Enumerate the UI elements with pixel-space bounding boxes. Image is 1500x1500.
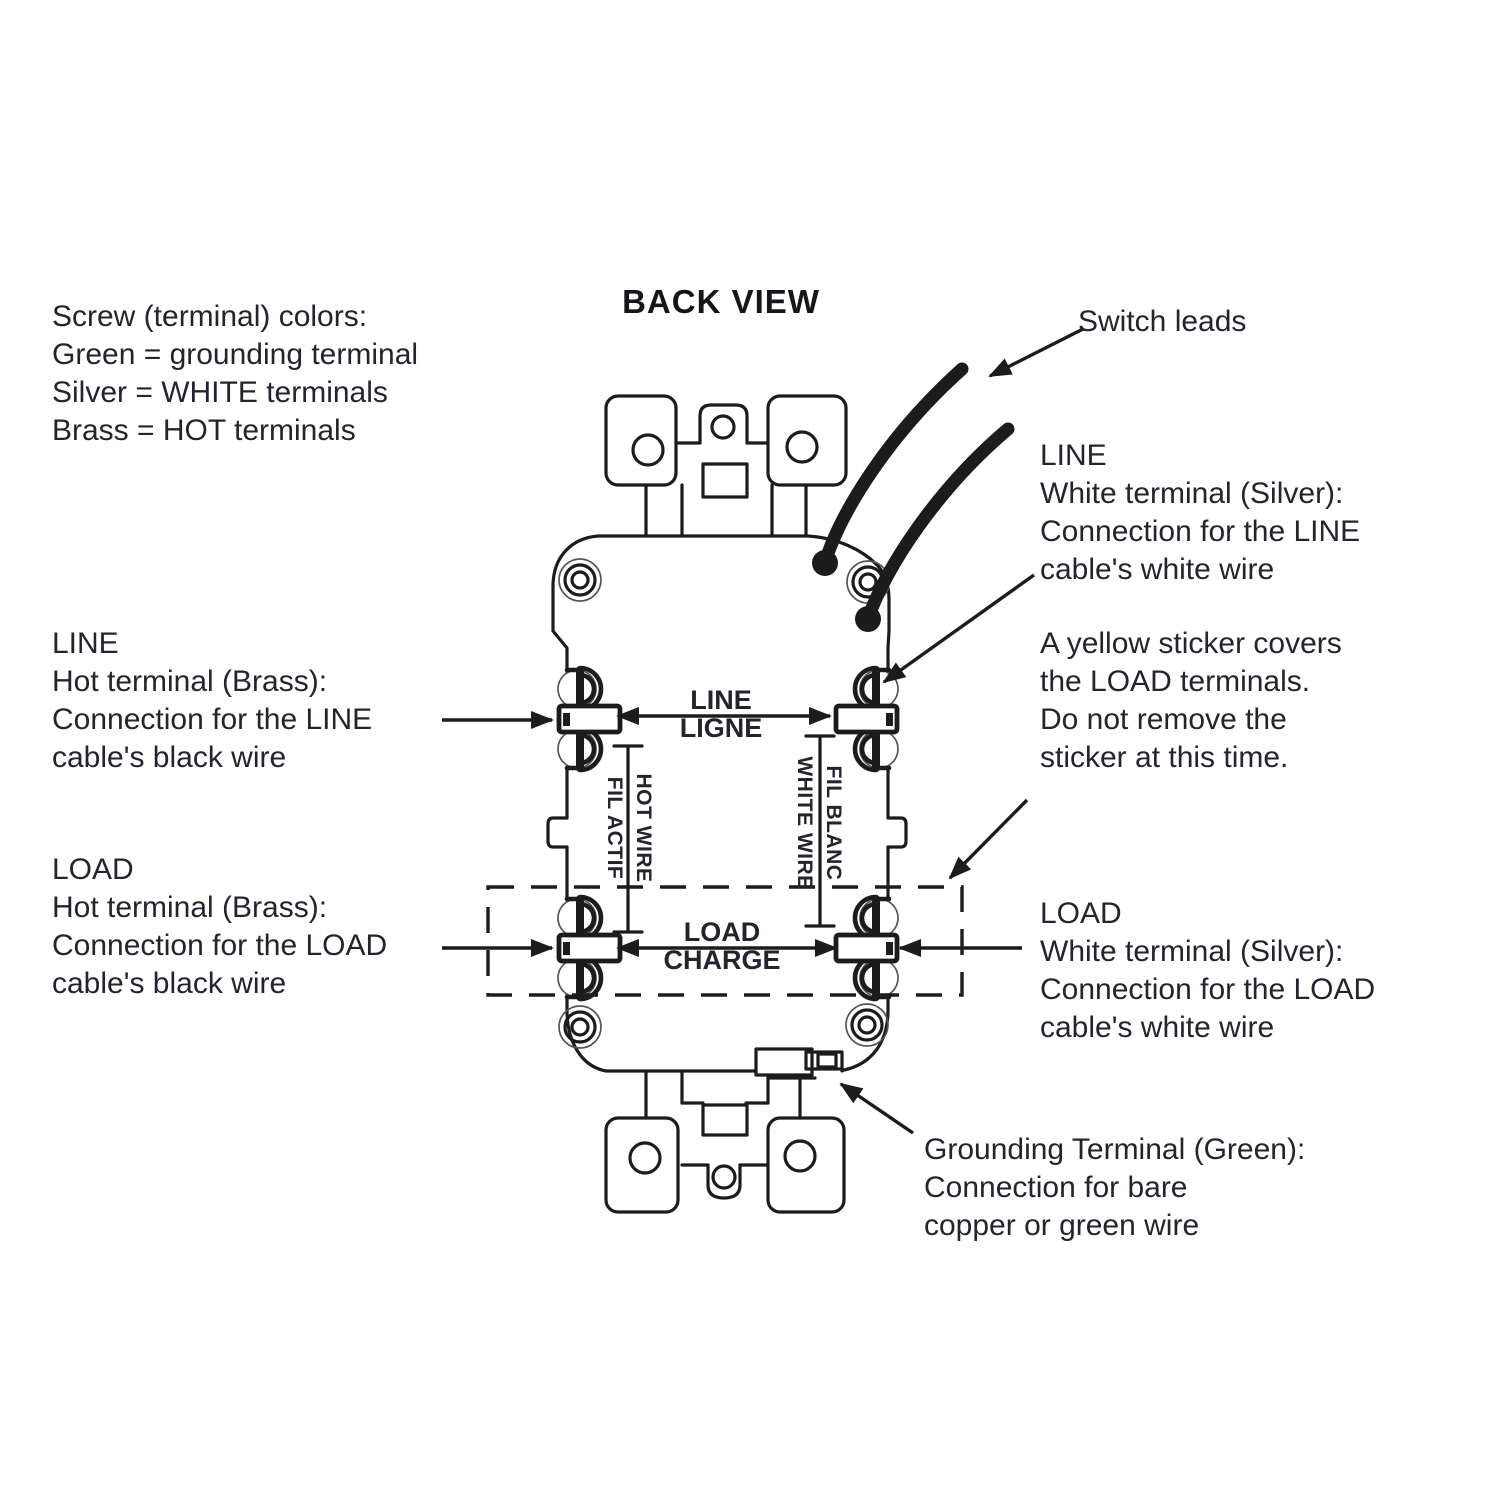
callout-line: LOAD: [52, 853, 134, 886]
callout-line: Hot terminal (Brass):: [52, 891, 328, 924]
bottom-strap-center-hole: [711, 1164, 737, 1190]
callout-load-hot: LOAD Hot terminal (Brass): Connection fo…: [52, 851, 387, 1003]
callout-line: the LOAD terminals.: [1040, 665, 1311, 698]
screw-color-legend: Screw (terminal) colors: Green = groundi…: [52, 298, 418, 450]
arrow-line-white-terminal: [882, 573, 1035, 684]
top-strap-left-screw-hole: [631, 433, 665, 467]
callout-line: Do not remove the: [1040, 703, 1287, 736]
callout-line: sticker at this time.: [1040, 741, 1289, 774]
white-wire-label-fr: FIL BLANC: [822, 765, 845, 881]
legend-line: Silver = WHITE terminals: [52, 376, 388, 409]
callout-yellow-sticker: A yellow sticker covers the LOAD termina…: [1040, 625, 1342, 777]
callout-line: LINE: [1040, 439, 1107, 472]
callout-line: cable's black wire: [52, 741, 287, 774]
top-mounting-strap: [604, 394, 848, 537]
bottom-strap-right-screw-hole: [783, 1139, 817, 1173]
corner-screw-bottom-left: [558, 1005, 602, 1049]
callout-line: Connection for the LINE: [1040, 515, 1361, 548]
line-span-label-en: LINE: [690, 685, 752, 715]
callout-line: LINE: [52, 627, 119, 660]
top-strap-right-screw-hole: [785, 430, 819, 464]
legend-line: Brass = HOT terminals: [52, 414, 356, 447]
top-strap-center-hole: [710, 414, 736, 440]
callout-line: Connection for the LOAD: [1040, 973, 1376, 1006]
callout-line: White terminal (Silver):: [1040, 477, 1344, 510]
arrow-grounding-terminal: [839, 1082, 914, 1135]
callout-line-white: LINE White terminal (Silver): Connection…: [1040, 437, 1360, 589]
bottom-strap-slot: [701, 1103, 749, 1137]
page-title: BACK VIEW: [622, 283, 820, 320]
arrow-switch-leads: [988, 327, 1084, 378]
hot-wire-label-fr: FIL ACTIF: [603, 776, 626, 880]
load-span-label-fr: CHARGE: [663, 945, 781, 975]
white-wire-line: [804, 734, 836, 928]
grounding-terminal: [754, 1047, 844, 1080]
line-span-label-fr: LIGNE: [679, 713, 763, 743]
callout-line: cable's white wire: [1040, 553, 1275, 586]
arrow-yellow-sticker: [948, 798, 1029, 880]
white-wire-label-en: WHITE WIRE: [793, 756, 816, 890]
hot-wire-label-en: HOT WIRE: [632, 773, 655, 883]
switch-lead-wires: [812, 362, 1015, 632]
corner-screw-bottom-right: [845, 1003, 889, 1047]
callout-line: White terminal (Silver):: [1040, 935, 1344, 968]
callout-line: Hot terminal (Brass):: [52, 665, 328, 698]
callout-load-white: LOAD White terminal (Silver): Connection…: [1040, 895, 1375, 1047]
legend-line: Green = grounding terminal: [52, 338, 419, 371]
switch-lead-wire-1: [818, 362, 969, 569]
hot-wire-line: [612, 744, 644, 934]
callout-line: Connection for bare: [924, 1171, 1188, 1204]
callout-line: cable's black wire: [52, 967, 287, 1000]
callout-line-hot: LINE Hot terminal (Brass): Connection fo…: [52, 625, 372, 777]
top-strap-slot: [701, 462, 749, 499]
callout-line: Connection for the LOAD: [52, 929, 388, 962]
callout-line: Grounding Terminal (Green):: [924, 1133, 1306, 1166]
callout-grounding: Grounding Terminal (Green): Connection f…: [924, 1131, 1305, 1245]
corner-screw-top-left: [558, 558, 602, 602]
hot-wire-vertical-label: HOT WIRE FIL ACTIF: [600, 718, 658, 938]
bottom-mounting-strap: [604, 1070, 846, 1214]
white-wire-vertical-label: FIL BLANC WHITE WIRE: [790, 713, 848, 933]
callout-line: copper or green wire: [924, 1209, 1200, 1242]
load-span-label-en: LOAD: [683, 917, 761, 947]
bottom-strap-left-screw-hole: [628, 1141, 662, 1175]
callout-line: cable's white wire: [1040, 1011, 1275, 1044]
callout-line: LOAD: [1040, 897, 1122, 930]
switch-lead-wire-2: [861, 422, 1015, 626]
load-terminals-dashed-box: [486, 885, 964, 997]
callout-line: A yellow sticker covers: [1040, 627, 1342, 660]
legend-line: Screw (terminal) colors:: [52, 300, 368, 333]
callout-line: Connection for the LINE: [52, 703, 373, 736]
switch-leads-label: Switch leads: [1078, 305, 1247, 338]
